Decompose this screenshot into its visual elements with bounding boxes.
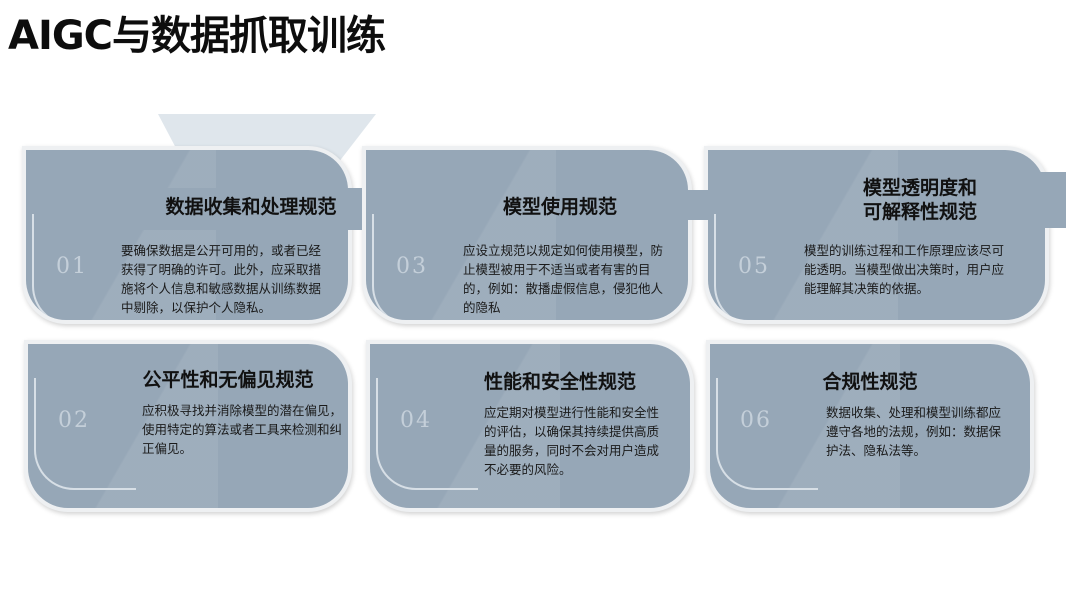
- card-body: 数据收集、处理和模型训练都应遵守各地的法规，例如：数据保护法、隐私法等。: [826, 405, 1002, 458]
- card-number: 01: [56, 254, 88, 279]
- card-transparency: 05: [704, 146, 1049, 324]
- card-data-collection: 01: [22, 146, 352, 324]
- card-number: 03: [396, 254, 428, 279]
- card-connector-tab: [682, 190, 708, 220]
- card-title: 公平性和无偏见规范: [142, 369, 314, 391]
- card-body: 模型的训练过程和工作原理应该尽可能透明。当模型做出决策时，用户应能理解其决策的依…: [804, 243, 1005, 296]
- page-title: AIGC与数据抓取训练: [8, 13, 386, 59]
- card-compliance: 06: [706, 340, 1034, 512]
- card-model-usage: 03: [362, 146, 692, 324]
- card-title: 模型使用规范: [502, 196, 617, 218]
- card-body: 应设立规范以规定如何使用模型，防止模型被用于不适当或者有害的目的，例如：散播虚假…: [463, 243, 664, 315]
- card-body: 要确保数据是公开可用的，或者已经获得了明确的许可。此外，应采取措施将个人信息和敏…: [121, 243, 322, 315]
- card-number: 05: [738, 254, 770, 279]
- card-number: 04: [400, 408, 432, 433]
- card-number: 02: [58, 408, 90, 433]
- card-title: 性能和安全性规范: [483, 371, 636, 393]
- card-fairness: 02: [24, 340, 352, 512]
- card-performance: 04: [366, 340, 694, 512]
- card-body: 应积极寻找并消除模型的潜在偏见，使用特定的算法或者工具来检测和纠正偏见。: [142, 403, 343, 456]
- card-connector-tab: [1036, 172, 1066, 228]
- card-number: 06: [740, 408, 772, 433]
- card-title: 模型透明度和 可解释性规范: [862, 177, 977, 223]
- card-header-block: [140, 188, 362, 230]
- card-title: 数据收集和处理规范: [165, 196, 337, 218]
- card-title: 合规性规范: [822, 371, 918, 393]
- card-body: 应定期对模型进行性能和安全性的评估，以确保其持续提供高质量的服务，同时不会对用户…: [484, 405, 660, 477]
